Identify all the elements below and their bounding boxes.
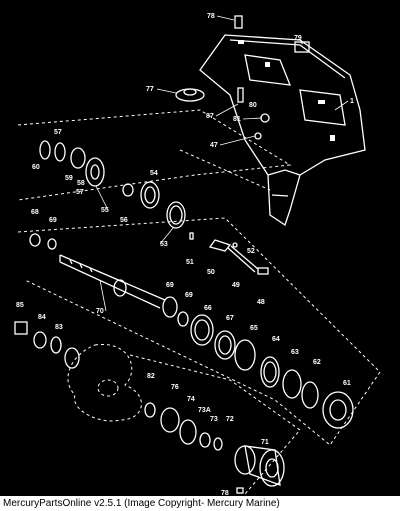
label-70: 70: [96, 308, 104, 315]
label-59: 59: [65, 175, 73, 182]
label-57-bottom: 57: [76, 189, 84, 196]
label-76: 76: [171, 384, 179, 391]
label-71: 71: [261, 439, 269, 446]
label-78-top: 78: [207, 13, 215, 20]
label-1: 1: [350, 98, 354, 105]
label-53: 53: [160, 241, 168, 248]
label-74: 74: [187, 396, 195, 403]
label-78-bottom: 78: [221, 490, 229, 496]
shift-components: [189, 232, 269, 275]
label-77: 77: [146, 86, 154, 93]
label-60: 60: [32, 164, 40, 171]
leader-lines: [95, 15, 349, 312]
label-87: 87: [206, 113, 214, 120]
label-84: 84: [38, 314, 46, 321]
pinion-group: [39, 140, 186, 229]
label-58: 58: [77, 180, 85, 187]
label-65: 65: [250, 325, 258, 332]
label-80: 80: [249, 102, 257, 109]
label-51: 51: [186, 259, 194, 266]
label-83: 83: [55, 324, 63, 331]
label-79: 79: [294, 35, 302, 42]
label-82: 82: [147, 373, 155, 380]
gear-housing: [199, 34, 366, 227]
exploded-parts-diagram: 78 79 1 77 80 87 81 47 57 60 59 58 57 55…: [14, 13, 381, 496]
propeller-outline: [67, 344, 142, 422]
part-labels: 78 79 1 77 80 87 81 47 57 60 59 58 57 55…: [16, 13, 354, 496]
copyright-footer: MercuryPartsOnline v2.5.1 (Image Copyrig…: [0, 496, 400, 511]
label-57-top: 57: [54, 129, 62, 136]
label-56: 56: [120, 217, 128, 224]
propeller-shaft-group: [29, 233, 354, 429]
label-68: 68: [31, 209, 39, 216]
propeller-hardware: [14, 321, 80, 369]
label-50: 50: [207, 269, 215, 276]
label-48: 48: [257, 299, 265, 306]
label-62: 62: [313, 359, 321, 366]
label-72: 72: [226, 416, 234, 423]
label-49: 49: [232, 282, 240, 289]
label-73a: 73A: [198, 407, 211, 414]
label-54: 54: [150, 170, 158, 177]
label-85: 85: [16, 302, 24, 309]
label-55: 55: [101, 207, 109, 214]
label-64: 64: [272, 336, 280, 343]
bearing-carrier-group: [144, 402, 285, 494]
label-69-right: 69: [185, 292, 193, 299]
footer-caption: MercuryPartsOnline v2.5.1 (Image Copyrig…: [3, 498, 280, 509]
label-47: 47: [210, 142, 218, 149]
dashed-group-outlines: [17, 109, 381, 495]
label-67: 67: [226, 315, 234, 322]
label-61: 61: [343, 380, 351, 387]
label-81: 81: [233, 116, 241, 123]
top-small-parts: [175, 15, 310, 140]
label-69-left: 69: [49, 217, 57, 224]
label-52: 52: [247, 248, 255, 255]
label-73: 73: [210, 416, 218, 423]
label-66: 66: [204, 305, 212, 312]
label-69-mid: 69: [166, 282, 174, 289]
label-63: 63: [291, 349, 299, 356]
